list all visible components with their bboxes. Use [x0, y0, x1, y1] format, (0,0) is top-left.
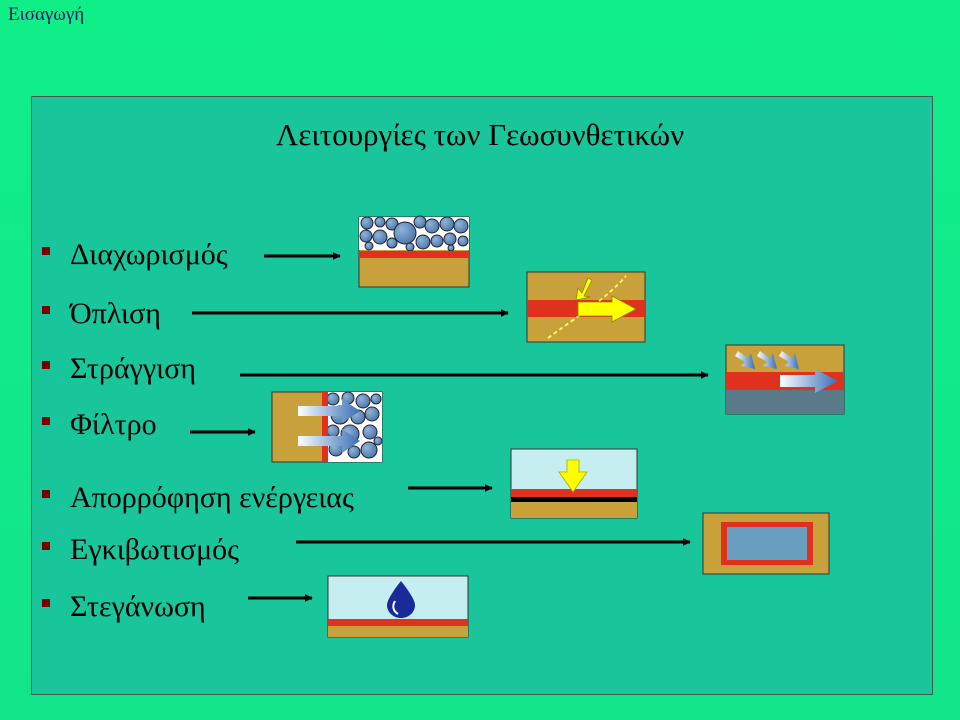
bullet-icon — [42, 361, 50, 370]
function-label: Φίλτρο — [70, 408, 157, 441]
bullet-icon — [42, 306, 50, 315]
bullet-icon — [42, 247, 50, 256]
function-label: Στράγγιση — [70, 352, 197, 385]
function-item-separation: Διαχωρισμός — [42, 238, 228, 272]
function-item-waterproofing: Στεγάνωση — [42, 590, 206, 624]
function-item-drainage: Στράγγιση — [42, 352, 196, 386]
bullet-icon — [42, 417, 50, 426]
encapsulation-icon — [702, 512, 830, 575]
function-item-encapsulation: Εγκιβωτισμός — [42, 533, 239, 567]
filtration-icon — [271, 391, 383, 463]
function-item-filtration: Φίλτρο — [42, 408, 157, 442]
waterproofing-icon — [327, 575, 469, 638]
bullet-icon — [42, 542, 50, 551]
header-label: Εισαγωγή — [8, 4, 85, 25]
function-label: Διαχωρισμός — [70, 238, 228, 271]
page-title: Λειτουργίες των Γεωσυνθετικών — [275, 117, 685, 152]
drainage-icon — [725, 344, 845, 415]
function-label: Εγκιβωτισμός — [70, 533, 240, 566]
function-label: Όπλιση — [70, 297, 161, 330]
reinforcement-icon — [526, 271, 646, 343]
function-label: Στεγάνωση — [70, 590, 206, 623]
separation-icon — [358, 215, 470, 288]
bullet-icon — [42, 490, 50, 499]
function-item-energy-absorption: Απορρόφηση ενέργειας — [42, 481, 354, 515]
bullet-icon — [42, 599, 50, 608]
function-item-reinforcement: Όπλιση — [42, 297, 161, 331]
function-label: Απορρόφηση ενέργειας — [70, 481, 354, 514]
energy-absorption-icon — [510, 448, 638, 519]
